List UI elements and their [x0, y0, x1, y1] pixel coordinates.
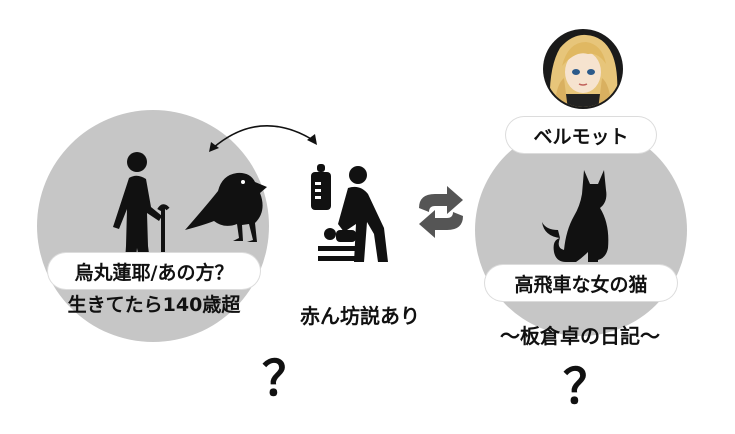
right-name-pill: 高飛車な女の猫: [485, 265, 677, 301]
right-name-label: 高飛車な女の猫: [514, 273, 648, 296]
question-mark-right: ？: [563, 359, 612, 415]
crow-icon: [185, 172, 267, 242]
character-avatar-icon: [543, 29, 623, 109]
curved-double-arrow-icon: [209, 124, 317, 152]
left-name-pill: 烏丸蓮耶/あの方？: [48, 253, 260, 289]
baby-changing-icon: [311, 164, 388, 262]
cat-icon: [542, 170, 609, 262]
character-name-pill: ベルモット: [506, 117, 656, 153]
question-mark-left: ？: [262, 351, 311, 407]
left-caption: 生きてたら140歳超: [67, 294, 241, 316]
character-name-label: ベルモット: [533, 125, 629, 148]
elderly-person-icon: [113, 152, 170, 278]
right-caption: ～板倉卓の日記～: [500, 324, 660, 348]
left-circle: [37, 110, 269, 342]
swap-arrows-icon: [419, 186, 463, 238]
left-name-label: 烏丸蓮耶/あの方？: [74, 261, 234, 284]
middle-caption: 赤ん坊説あり: [300, 304, 420, 328]
